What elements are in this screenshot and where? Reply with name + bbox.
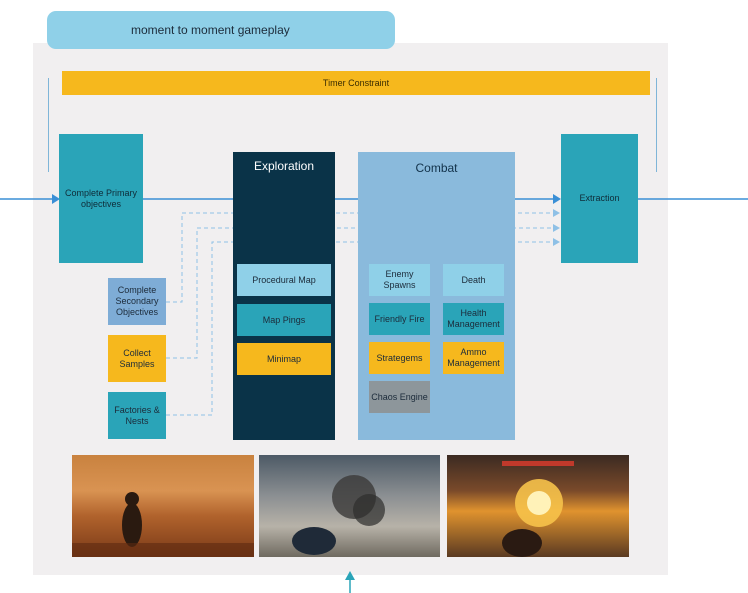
exploration-column: Exploration Procedural Map Map Pings Min…: [233, 152, 335, 440]
factories-nests-label: Factories & Nests: [114, 404, 160, 426]
combat-title: Combat: [415, 161, 458, 175]
bottom-arrowhead: [345, 571, 355, 580]
gameplay-screenshot-explosion: [259, 455, 440, 557]
timer-label: Timer Constraint: [322, 77, 390, 88]
friendly-fire-box: Friendly Fire: [369, 303, 430, 335]
minimap-box: Minimap: [237, 343, 331, 375]
secondary-objectives-label: Complete Secondary Objectives: [115, 285, 159, 317]
title-tab: moment to moment gameplay: [47, 11, 395, 49]
enemy-spawns-box: Enemy Spawns: [369, 264, 430, 296]
timer-constraint-bar: Timer Constraint: [62, 71, 650, 95]
strategems-box: Strategems: [369, 342, 430, 374]
map-pings-box: Map Pings: [237, 304, 331, 336]
exploration-title: Exploration: [253, 159, 315, 173]
combat-column: Combat Enemy Spawns Death Friendly Fire …: [358, 152, 515, 440]
procedural-map-label: Procedural Map: [252, 274, 316, 285]
factories-nests-box: Factories & Nests: [108, 392, 166, 439]
map-pings-label: Map Pings: [262, 314, 306, 325]
main-arrowhead: [553, 194, 561, 204]
collect-samples-label: Collect Samples: [119, 347, 155, 369]
timer-left-bracket: [48, 78, 49, 172]
death-box: Death: [443, 264, 504, 296]
timer-right-bracket: [656, 78, 657, 172]
primary-objectives-box: Complete Primary objectives: [59, 134, 143, 263]
death-label: Death: [461, 274, 486, 285]
chaos-engine-box: Chaos Engine: [369, 381, 430, 413]
primary-objectives-label: Complete Primary objectives: [64, 187, 138, 209]
dashed-arrowheads: [553, 209, 560, 246]
enemy-spawns-label: Enemy Spawns: [383, 269, 416, 290]
soldier-silhouette-icon: [72, 492, 254, 557]
gameplay-screenshot-desert: [72, 455, 254, 557]
health-management-box: Health Management: [443, 303, 504, 335]
smoke-cloud-icon: [292, 475, 385, 555]
gameplay-screenshot-firefight: [447, 455, 629, 557]
extraction-label: Extraction: [579, 193, 620, 203]
page-title: moment to moment gameplay: [131, 23, 290, 37]
strategems-label: Strategems: [376, 352, 423, 363]
fireball-icon: [502, 461, 574, 557]
secondary-objectives-box: Complete Secondary Objectives: [108, 278, 166, 325]
chaos-engine-label: Chaos Engine: [371, 391, 428, 402]
entry-arrowhead: [52, 194, 60, 204]
extraction-box: Extraction: [561, 134, 638, 263]
ammo-management-box: Ammo Management: [443, 342, 504, 374]
minimap-label: Minimap: [266, 353, 301, 364]
collect-samples-box: Collect Samples: [108, 335, 166, 382]
procedural-map-box: Procedural Map: [237, 264, 331, 296]
friendly-fire-label: Friendly Fire: [374, 313, 425, 324]
ammo-management-label: Ammo Management: [447, 347, 500, 368]
health-management-label: Health Management: [447, 308, 500, 329]
dashed-line-factories: [166, 241, 553, 416]
